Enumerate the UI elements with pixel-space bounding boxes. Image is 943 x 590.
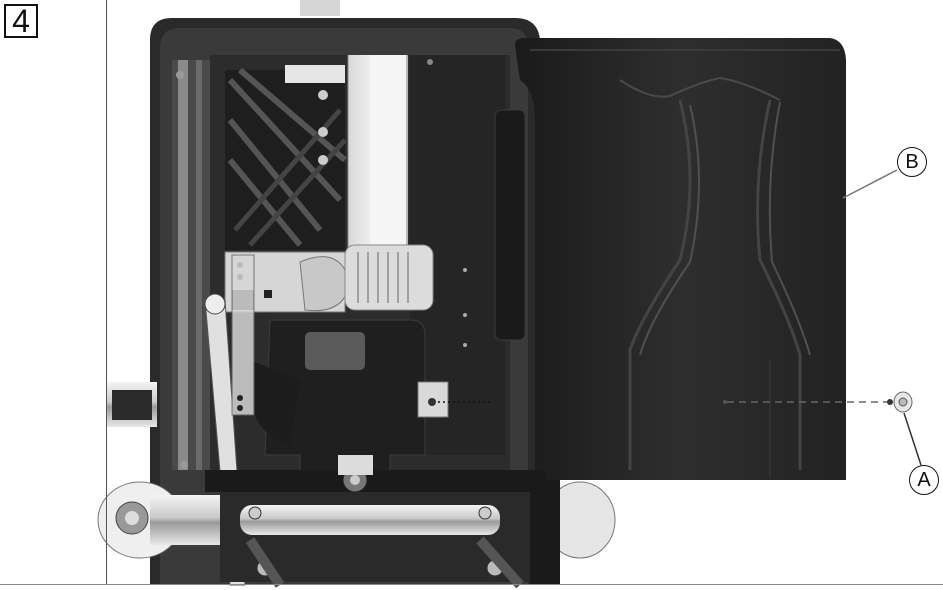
callout-b: B	[897, 147, 927, 177]
fastener-a	[887, 391, 913, 413]
base-frame	[97, 455, 616, 589]
support-tube-left	[107, 382, 157, 427]
assembly-path	[723, 400, 888, 404]
lift-column	[347, 55, 408, 255]
border-divider	[106, 0, 107, 584]
mechanism-lattice	[225, 0, 347, 250]
side-bracket	[417, 381, 490, 418]
step-number: 4	[4, 4, 38, 38]
bottom-rule	[0, 584, 943, 585]
leader-line-b	[842, 169, 898, 199]
backrest-cover	[515, 38, 846, 480]
leader-line-a	[903, 412, 922, 466]
callout-a: A	[909, 465, 939, 495]
